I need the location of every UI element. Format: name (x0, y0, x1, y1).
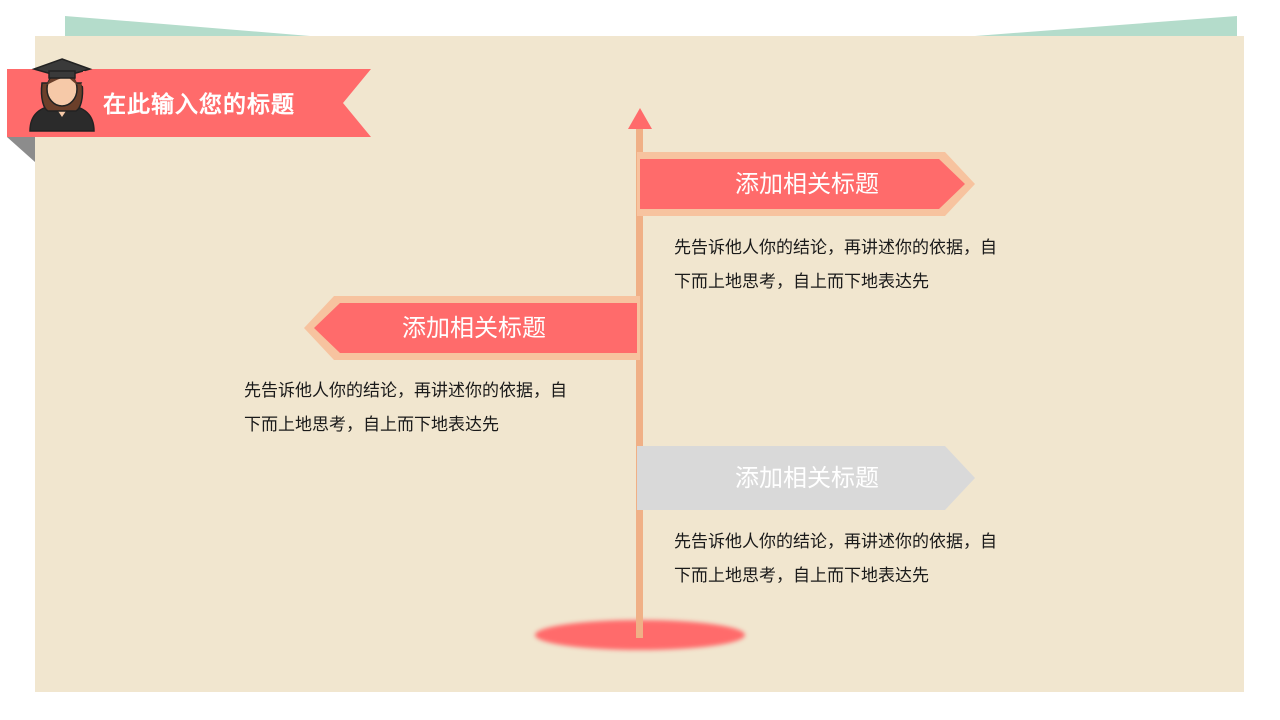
sign-2[interactable]: 添加相关标题 (302, 296, 642, 360)
signpost-pole (636, 126, 643, 638)
sign-2-desc-line2: 下而上地思考，自上而下地表达先 (244, 415, 499, 435)
sign-2-label: 添加相关标题 (402, 314, 546, 342)
sign-3-description: 先告诉他人你的结论，再讲述你的依据，自 下而上地思考，自上而下地表达先 (674, 525, 1034, 593)
page-title: 在此输入您的标题 (103, 92, 295, 118)
sign-1-desc-line1: 先告诉他人你的结论，再讲述你的依据，自 (674, 238, 997, 258)
sign-3-desc-line2: 下而上地思考，自上而下地表达先 (674, 566, 929, 586)
sign-1-label: 添加相关标题 (735, 170, 879, 198)
sign-3[interactable]: 添加相关标题 (637, 446, 977, 510)
sign-1-description: 先告诉他人你的结论，再讲述你的依据，自 下而上地思考，自上而下地表达先 (674, 231, 1034, 299)
sign-1[interactable]: 添加相关标题 (637, 152, 977, 216)
sign-2-description: 先告诉他人你的结论，再讲述你的依据，自 下而上地思考，自上而下地表达先 (244, 374, 604, 442)
graduate-avatar-icon (22, 55, 102, 135)
arrow-up-icon (628, 108, 652, 129)
teal-backdrop (65, 16, 1237, 36)
sign-1-desc-line2: 下而上地思考，自上而下地表达先 (674, 272, 929, 292)
sign-2-desc-line1: 先告诉他人你的结论，再讲述你的依据，自 (244, 381, 567, 401)
sign-3-desc-line1: 先告诉他人你的结论，再讲述你的依据，自 (674, 532, 997, 552)
title-ribbon (7, 69, 371, 162)
sign-3-label: 添加相关标题 (735, 464, 879, 492)
